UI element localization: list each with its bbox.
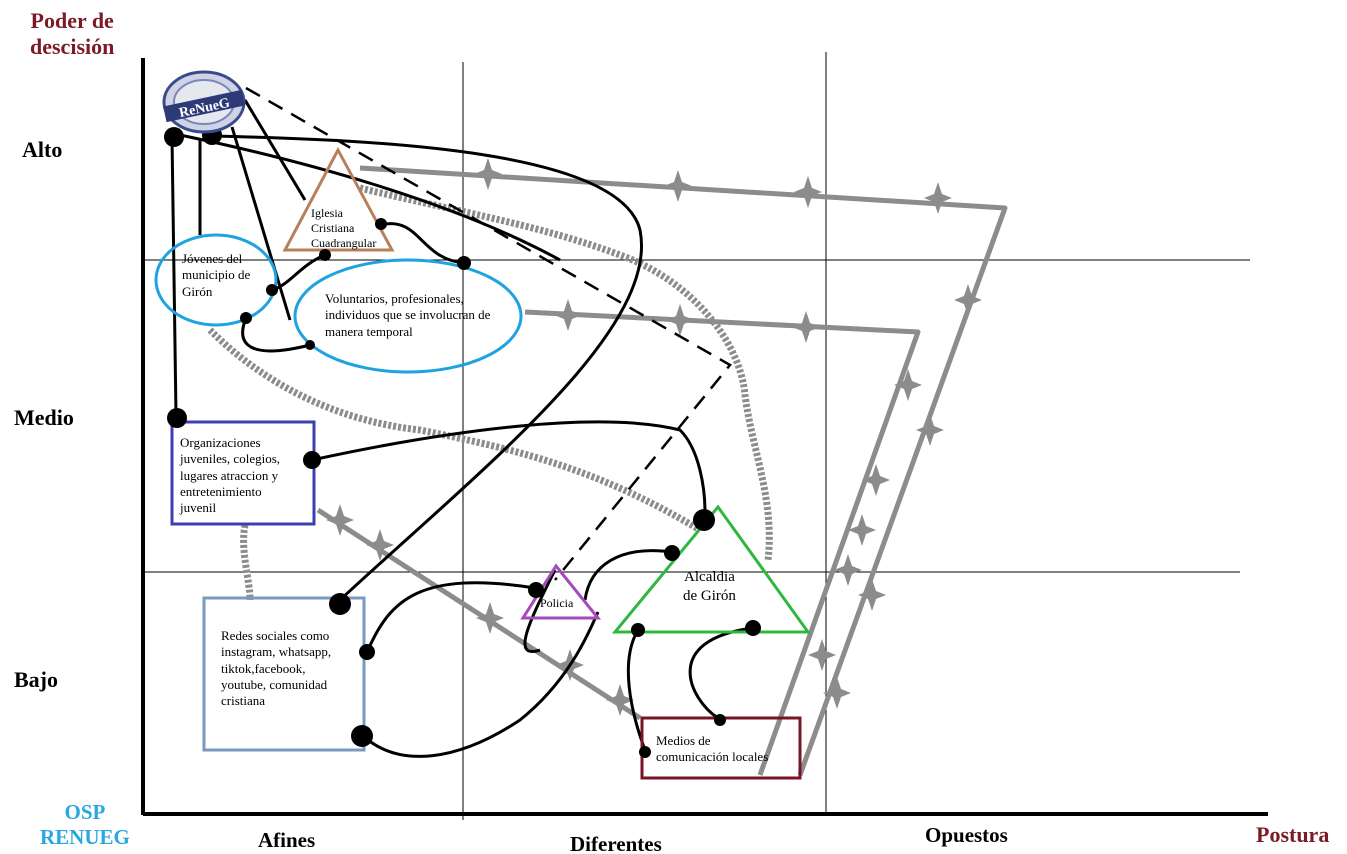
axes: [141, 58, 1268, 816]
black-links: [170, 99, 754, 758]
gray-star-marker: [916, 414, 944, 446]
gray-star-marker: [834, 554, 862, 586]
gray-star-marker: [366, 529, 394, 561]
origin-label-line1: OSP: [64, 800, 106, 824]
y-axis-title: Poder de descisión: [30, 8, 114, 61]
connection-dots: [164, 125, 761, 758]
gray-star-marker: [808, 639, 836, 671]
gray-diamonds: [326, 158, 982, 716]
gray-star-marker: [954, 284, 982, 316]
redes-label: Redes sociales como instagram, whatsapp,…: [221, 628, 331, 709]
gray-links: [207, 165, 1008, 776]
organizaciones-line2: juveniles, colegios,: [180, 451, 281, 467]
alcaldia-label: Alcaldia de Girón: [683, 568, 736, 606]
x-level-afines: Afines: [258, 828, 316, 852]
x-level-diferentes: Diferentes: [570, 832, 662, 854]
voluntarios-ellipse: [293, 258, 523, 374]
y-level-alto: Alto: [22, 137, 63, 162]
jovenes-line2: municipio de: [182, 267, 251, 283]
organizaciones-line1: Organizaciones: [180, 435, 261, 450]
gray-star-marker: [794, 176, 822, 208]
voluntarios-line1: Voluntarios, profesionales,: [325, 291, 464, 306]
gray-star-marker: [474, 158, 502, 190]
gray-star-marker: [792, 311, 820, 343]
dashed-links: [245, 86, 732, 581]
gray-star-marker: [476, 602, 504, 634]
medios-label: Medios de comunicación locales: [656, 733, 768, 766]
gray-star-marker: [554, 299, 582, 331]
gray-star-marker: [848, 514, 876, 546]
redes-box: [202, 596, 366, 752]
organizaciones-label: Organizaciones juveniles, colegios, luga…: [180, 435, 280, 516]
iglesia-label: Iglesia Cristiana Cuadrangular: [311, 206, 376, 251]
y-axis-title-line1: Poder de: [30, 8, 114, 33]
redes-line2: instagram, whatsapp,: [221, 644, 332, 660]
gray-star-marker: [862, 464, 890, 496]
gray-star-marker: [666, 304, 694, 336]
x-level-opuestos: Opuestos: [925, 823, 1008, 847]
alcaldia-line2: de Girón: [683, 587, 736, 604]
voluntarios-line3: manera temporal: [325, 323, 413, 339]
redes-line5: cristiana: [221, 693, 266, 708]
alcaldia-triangle: [611, 504, 811, 634]
x-axis-title: Postura: [1256, 822, 1330, 847]
organizaciones-line3: lugares atraccion y: [180, 467, 279, 483]
voluntarios-label: Voluntarios, profesionales, individuos q…: [325, 291, 490, 340]
redes-line4: youtube, comunidad: [221, 676, 328, 692]
gray-star-marker: [606, 684, 634, 716]
gray-star-marker: [664, 170, 692, 202]
gray-star-marker: [924, 182, 952, 214]
jovenes-ellipse: [154, 233, 278, 327]
origin-label-line2: RENUEG: [40, 825, 130, 850]
organizaciones-box: [170, 420, 316, 526]
origin-label: OSP RENUEG: [40, 800, 130, 850]
gray-star-marker: [326, 504, 354, 536]
gray-star-marker: [894, 369, 922, 401]
redes-line3: tiktok,facebook,: [221, 660, 306, 676]
gray-star-marker: [858, 579, 886, 611]
iglesia-triangle: [282, 146, 395, 252]
organizaciones-line5: juvenil: [180, 500, 217, 515]
iglesia-line2: Cristiana: [311, 221, 355, 235]
y-level-bajo: Bajo: [14, 667, 58, 692]
jovenes-line1: Jóvenes del: [182, 251, 243, 266]
y-level-medio: Medio: [14, 405, 74, 430]
redes-line1: Redes sociales como: [221, 628, 330, 643]
gray-star-marker: [823, 677, 851, 709]
jovenes-label: Jóvenes del municipio de Girón: [182, 251, 250, 300]
y-axis-title-line2: descisión: [30, 34, 115, 60]
alcaldia-line1: Alcaldia: [684, 569, 735, 585]
iglesia-line1: Iglesia: [311, 206, 343, 220]
voluntarios-line2: individuos que se involucran de: [325, 307, 491, 323]
renueg-logo: ReNueG: [162, 70, 246, 134]
medios-line1: Medios de: [656, 733, 711, 748]
organizaciones-line4: entretenimiento: [180, 483, 262, 499]
iglesia-line3: Cuadrangular: [311, 236, 377, 250]
medios-line2: comunicación locales: [656, 749, 769, 765]
jovenes-line3: Girón: [182, 283, 213, 299]
policia-label: Policia: [540, 596, 574, 610]
